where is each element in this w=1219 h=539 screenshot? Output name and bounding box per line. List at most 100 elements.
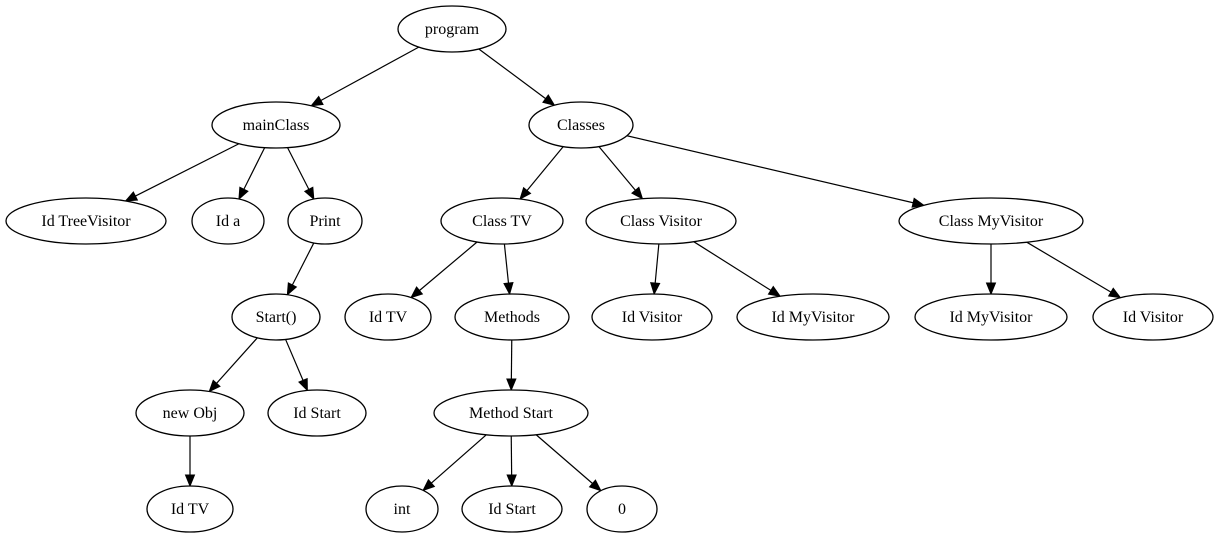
tree-node-int-type: int (365, 485, 439, 533)
arrowhead-icon (506, 474, 517, 488)
node-label: new Obj (163, 405, 218, 422)
node-label: Methods (484, 309, 540, 326)
edge-line (135, 143, 240, 197)
node-ellipse (736, 293, 890, 341)
node-label: mainClass (243, 117, 310, 134)
node-ellipse (211, 101, 341, 149)
node-ellipse (914, 293, 1068, 341)
tree-node-methods: Methods (454, 293, 570, 341)
edge-class_tv-to-id_tv_2 (410, 241, 478, 299)
node-ellipse (585, 197, 737, 245)
edge-line (503, 243, 510, 284)
edge-line (291, 242, 315, 286)
tree-node-zero: 0 (586, 485, 658, 533)
edge-method_start-to-id_start_2 (506, 435, 517, 488)
arrowhead-icon (650, 282, 661, 296)
edge-program-to-mainClass (310, 46, 420, 107)
edge-program-to-classes (478, 48, 556, 107)
edge-mainClass-to-print (287, 147, 315, 201)
node-label: Id Start (488, 501, 536, 518)
arrowhead-icon (286, 282, 298, 296)
edge-line (626, 135, 914, 204)
edge-class_visitor-to-id_visitor_1 (650, 243, 661, 296)
edge-start_call-to-id_start_1 (285, 339, 308, 392)
arrowhead-icon (588, 479, 602, 492)
edge-methods-to-method_start (506, 339, 517, 392)
node-ellipse (344, 293, 432, 341)
edge-class_visitor-to-id_myvisitor_1 (693, 241, 782, 297)
tree-node-class-visitor: Class Visitor (585, 197, 737, 245)
arrowhead-icon (911, 197, 926, 208)
edge-class_myvisitor-to-id_visitor_2 (1026, 241, 1122, 299)
node-ellipse (1092, 293, 1214, 341)
edge-line (419, 241, 478, 291)
arrowhead-icon (184, 474, 196, 488)
node-label: 0 (618, 501, 626, 518)
edge-line (430, 434, 487, 484)
node-ellipse (191, 197, 265, 245)
tree-node-id-myvisitor-2: Id MyVisitor (914, 293, 1068, 341)
tree-node-class-myvisitor: Class MyVisitor (898, 197, 1084, 245)
tree-node-id-start-2: Id Start (461, 485, 563, 533)
node-label: Id TV (369, 309, 408, 326)
edge-classes-to-class_tv (519, 146, 564, 201)
tree-node-start-call: Start() (231, 293, 321, 341)
node-ellipse (397, 5, 507, 53)
arrowhead-icon (767, 285, 782, 297)
arrowhead-icon (310, 95, 324, 107)
edge-line (320, 46, 420, 102)
edge-class_myvisitor-to-id_myvisitor_2 (985, 244, 997, 296)
node-label: program (425, 21, 480, 38)
node-ellipse (146, 485, 234, 533)
node-label: Start() (256, 309, 297, 326)
arrowhead-icon (542, 94, 556, 107)
edges (124, 46, 1122, 492)
edge-line (693, 241, 772, 291)
node-label: int (394, 501, 411, 518)
arrowhead-icon (298, 377, 308, 392)
node-ellipse (454, 293, 570, 341)
edge-line (535, 434, 593, 484)
node-ellipse (135, 389, 245, 437)
edge-line (285, 339, 304, 381)
tree-node-method-start: Method Start (433, 389, 589, 437)
arrowhead-icon (506, 378, 517, 392)
node-ellipse (287, 197, 363, 245)
tree-node-id-visitor-1: Id Visitor (591, 293, 713, 341)
node-label: Id Visitor (622, 309, 683, 326)
node-ellipse (898, 197, 1084, 245)
node-ellipse (231, 293, 321, 341)
arrowhead-icon (238, 186, 249, 201)
edge-line (1026, 241, 1112, 293)
tree-node-classes: Classes (528, 101, 634, 149)
arrowhead-icon (303, 186, 315, 201)
edge-line (598, 146, 636, 191)
node-ellipse (591, 293, 713, 341)
node-ellipse (528, 101, 634, 149)
arrowhead-icon (124, 191, 139, 202)
edge-classes-to-class_visitor (598, 146, 644, 200)
node-label: Print (309, 213, 341, 230)
node-label: Id MyVisitor (771, 309, 855, 326)
node-ellipse (461, 485, 563, 533)
edge-line (654, 243, 660, 284)
node-label: Id MyVisitor (949, 309, 1033, 326)
node-label: Id a (216, 213, 240, 230)
edge-start_call-to-new_obj (208, 337, 258, 393)
node-label: Id Visitor (1123, 309, 1184, 326)
node-label: Id Start (293, 405, 341, 422)
tree-node-program: program (397, 5, 507, 53)
node-label: Classes (557, 117, 605, 134)
tree-node-mainclass: mainClass (211, 101, 341, 149)
edge-class_tv-to-methods (503, 243, 514, 296)
edge-mainClass-to-id_a (238, 147, 266, 201)
tree-node-id-tv-2: Id TV (344, 293, 432, 341)
edge-line (287, 147, 310, 190)
edge-line (478, 48, 546, 100)
arrowhead-icon (631, 186, 644, 200)
tree-node-new-obj: new Obj (135, 389, 245, 437)
edge-line (526, 146, 564, 191)
arrowhead-icon (503, 282, 514, 296)
node-ellipse (440, 197, 564, 245)
node-label: Class Visitor (620, 213, 703, 230)
